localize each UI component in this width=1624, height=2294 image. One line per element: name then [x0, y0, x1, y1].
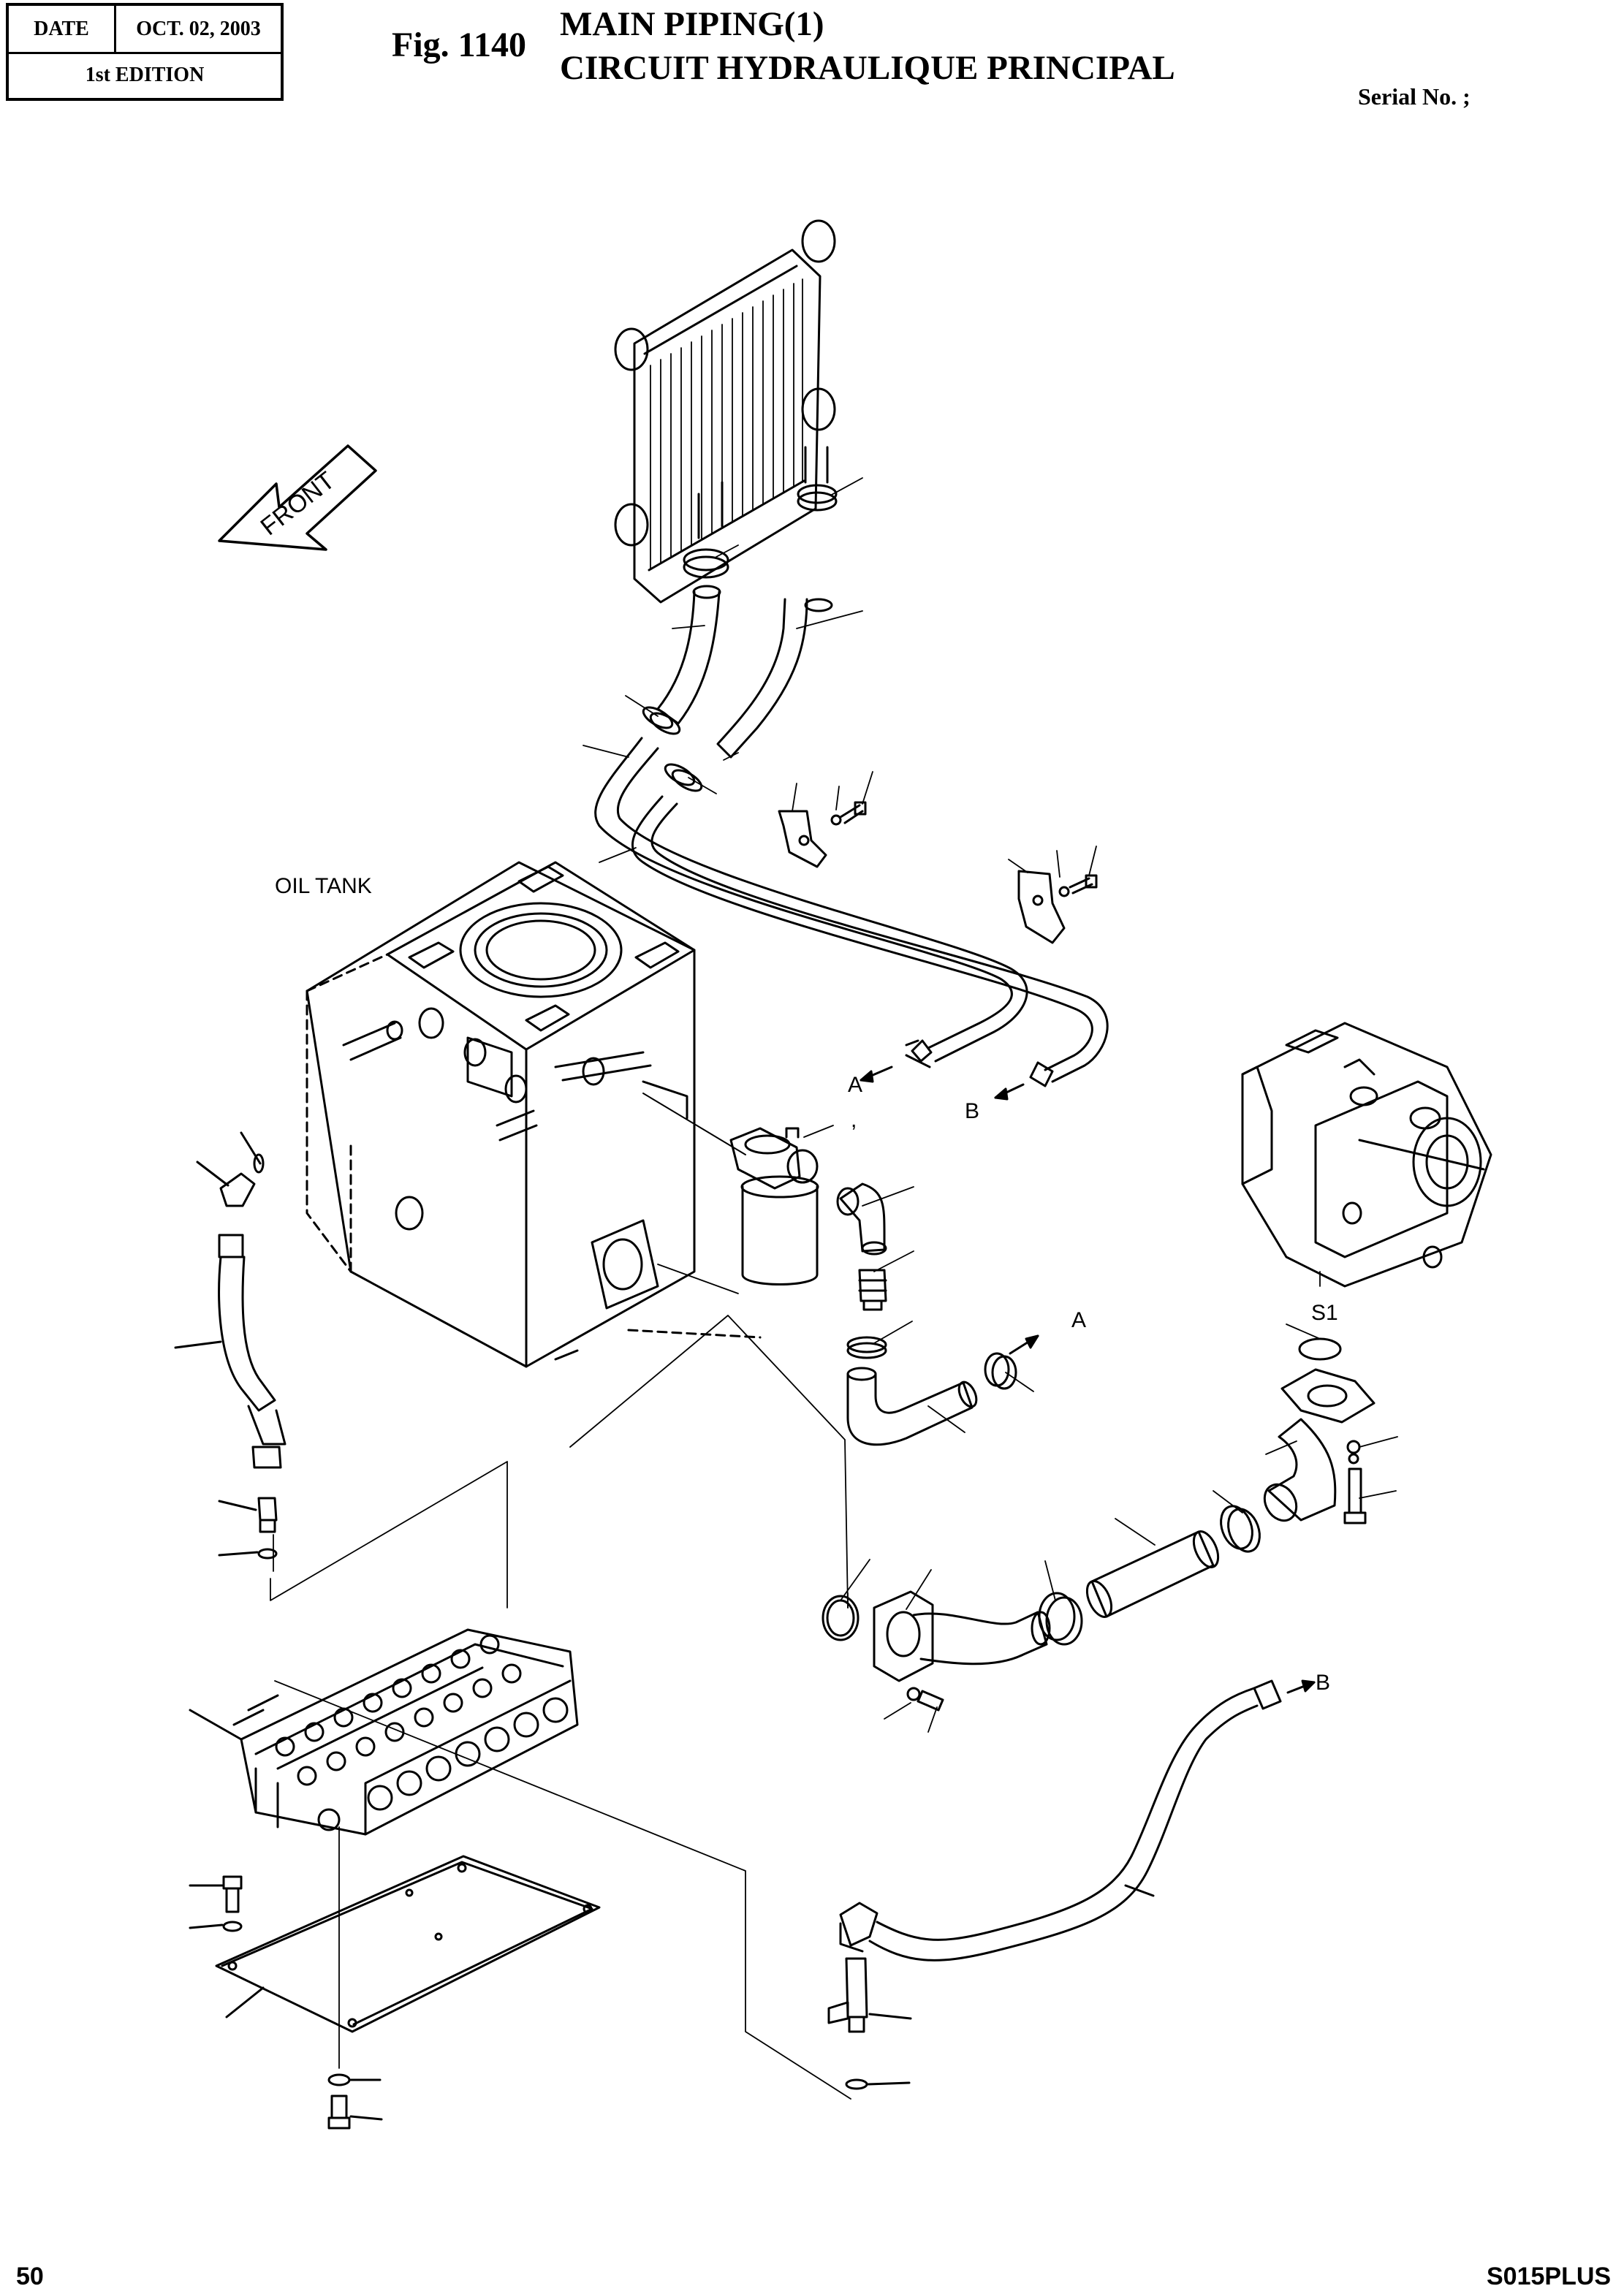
hydraulic-pump	[1241, 1022, 1492, 1288]
connection-arrow-b: B	[965, 1083, 1025, 1123]
comma-mark: ,	[851, 1108, 857, 1132]
steel-pipe	[594, 737, 1028, 1063]
bolt	[327, 2094, 383, 2130]
page-number: 50	[16, 2263, 44, 2290]
pipe-fitting	[1029, 1061, 1054, 1087]
header-row-date: DATE OCT. 02, 2003	[9, 6, 281, 54]
hose-clamp	[642, 706, 681, 735]
header-table: DATE OCT. 02, 2003 1st EDITION	[6, 3, 284, 101]
title-english: MAIN PIPING(1)	[560, 5, 824, 43]
hose-clamp	[846, 1336, 887, 1359]
o-ring	[822, 1595, 860, 1641]
connection-label-a-lower: A	[1071, 1308, 1086, 1332]
suction-hose	[846, 1367, 978, 1446]
hose-clamp	[664, 763, 703, 792]
pipe-bracket	[1017, 870, 1066, 944]
oil-cooler	[614, 219, 836, 604]
control-valve	[189, 1628, 579, 1836]
bolt	[1343, 1440, 1367, 1524]
hose-clamp	[797, 484, 838, 512]
oil-tank	[306, 861, 762, 1368]
model-name: S015PLUS	[1487, 2263, 1612, 2290]
callout-leaders	[583, 477, 1398, 1733]
date-value: OCT. 02, 2003	[136, 17, 261, 40]
bolt	[830, 801, 867, 826]
pipe-fitting	[905, 1039, 933, 1068]
date-label: DATE	[9, 6, 116, 52]
figure-number: Fig. 1140	[392, 26, 527, 64]
suction-hose-straight	[1085, 1530, 1220, 1618]
connection-label-b-upper: B	[965, 1099, 979, 1123]
bolt	[906, 1687, 944, 1712]
inlet-elbow	[1263, 1418, 1337, 1522]
connection-label-a-upper: A	[848, 1073, 862, 1097]
o-ring	[1298, 1337, 1342, 1361]
elbow-fitting	[836, 1182, 887, 1256]
bolt	[189, 1875, 243, 1932]
bolt	[1058, 874, 1098, 897]
connection-arrow-a: A	[848, 1066, 893, 1097]
hose-clamp	[683, 548, 729, 579]
return-hose	[174, 1234, 287, 1469]
connection-lines	[270, 1264, 851, 2100]
suction-pipe-flange	[873, 1590, 1051, 1682]
hose-clamp	[1220, 1505, 1261, 1553]
connection-label-s1: S1	[1311, 1301, 1338, 1325]
adapter-fitting	[858, 1269, 887, 1311]
return-fitting	[196, 1131, 265, 1207]
base-plate	[215, 1855, 601, 2033]
serial-number: Serial No. ;	[1358, 83, 1471, 110]
connection-label-b-lower: B	[1316, 1671, 1330, 1695]
hose-clamp	[984, 1352, 1017, 1390]
edition-label: 1st EDITION	[85, 64, 205, 86]
connection-arrow-b: B	[1286, 1671, 1330, 1695]
oil-tank-label: OIL TANK	[275, 874, 372, 898]
washer	[327, 2073, 382, 2086]
front-arrow: FRONT	[218, 444, 377, 551]
pipe-bracket	[778, 810, 827, 868]
title-french: CIRCUIT HYDRAULIQUE PRINCIPAL	[560, 49, 1175, 87]
steel-pipe	[631, 795, 1109, 1083]
hose-clamp	[1038, 1592, 1083, 1646]
return-pipe	[839, 1679, 1282, 1961]
front-label: FRONT	[256, 466, 341, 541]
inlet-flange	[1280, 1368, 1376, 1424]
suction-filter: ,	[642, 1093, 857, 1285]
rubber-hose	[656, 585, 721, 725]
adapter-fitting	[218, 1497, 278, 1560]
tee-fitting	[827, 1884, 1155, 2090]
connection-arrow-a: A	[1009, 1308, 1086, 1355]
rubber-hose	[716, 598, 833, 759]
header-row-edition: 1st EDITION	[9, 53, 281, 98]
